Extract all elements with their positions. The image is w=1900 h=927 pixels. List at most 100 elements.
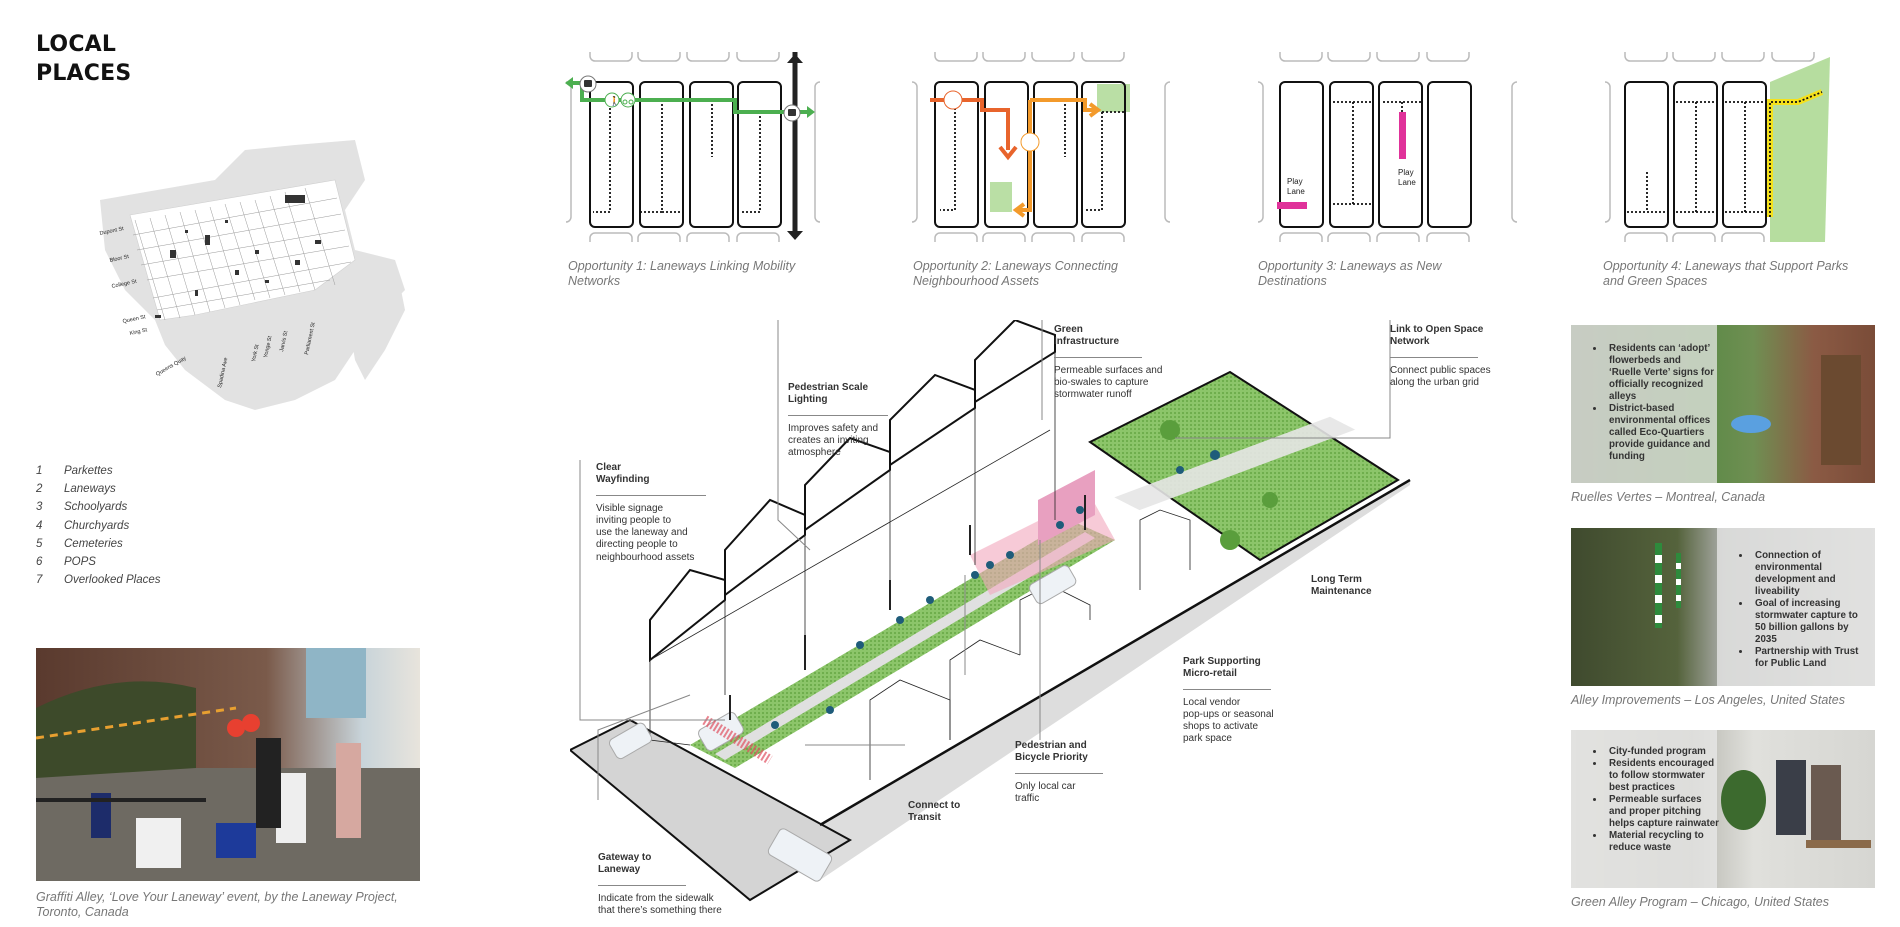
callout-lighting: Pedestrian Scale Lighting Improves safet…: [788, 382, 888, 459]
laneway-axonometric-diagram: [570, 320, 1411, 902]
legend-num: 2: [36, 483, 43, 496]
house: [974, 320, 1056, 404]
chicago-photo: City-funded program Residents encouraged…: [1571, 730, 1875, 888]
callout-title: Long Term: [1311, 574, 1362, 585]
text-overlay: [1716, 528, 1875, 686]
house: [804, 436, 891, 532]
callout-text: atmosphere: [788, 447, 841, 459]
callout-maintenance: Long Term Maintenance: [1311, 574, 1411, 599]
callout-title: Wayfinding: [596, 474, 650, 486]
case-bullets: City-funded program Residents encouraged…: [1571, 746, 1721, 854]
callout-title: Laneway: [598, 864, 641, 876]
bullet-item: Residents encouraged to follow stormwate…: [1605, 758, 1721, 794]
callout-title: Connect to: [908, 800, 961, 811]
play-lane-label: Lane: [1287, 187, 1305, 196]
callout-text: Improves safety and: [788, 422, 879, 434]
page-title: LOCAL PLACES: [36, 30, 131, 88]
map-label: College St: [111, 279, 138, 290]
opportunity-1-diagram: 🚶: [565, 52, 821, 242]
callout-title: Transit: [908, 812, 941, 824]
caption-line: Networks: [568, 274, 621, 288]
legend-num: 4: [36, 519, 43, 532]
chicago-caption: Green Alley Program – Chicago, United St…: [1571, 895, 1829, 909]
legend-item: 6 POPS: [36, 553, 161, 571]
bullet-item: Goal of increasing stormwater capture to…: [1751, 598, 1871, 646]
map-label: Dupont St: [99, 226, 125, 237]
legend-label: Schoolyards: [64, 501, 128, 514]
park-patch: [990, 182, 1012, 212]
montreal-photo: Residents can ‘adopt’ flowerbeds and ‘Ru…: [1571, 325, 1875, 483]
caption-line: Graffiti Alley, ‘Love Your Laneway’ even…: [36, 890, 398, 904]
caption-line: Opportunity 4: Laneways that Support Par…: [1603, 259, 1849, 273]
bus: [767, 828, 833, 882]
opportunity-2-diagram: [911, 52, 1171, 242]
callout-wayfinding: Clear Wayfinding Visible signage invitin…: [596, 462, 706, 564]
legend-num: 3: [36, 501, 43, 514]
callout-text: inviting people to: [596, 514, 672, 526]
callout-text: Indicate from the sidewalk: [598, 892, 714, 904]
callout-title: Network: [1390, 336, 1430, 348]
legend-num: 6: [36, 556, 43, 569]
callout-text: creates an inviting: [788, 434, 869, 446]
legend-label: Laneways: [64, 483, 116, 496]
callout-title: Green: [1054, 324, 1083, 335]
arrow-right-icon: [807, 106, 815, 118]
car: [1029, 565, 1077, 605]
house: [724, 498, 806, 597]
caption-line: and Green Spaces: [1603, 274, 1708, 288]
case-bullets: Connection of environmental development …: [1717, 550, 1871, 670]
legend-item: 3 Schoolyards: [36, 498, 161, 516]
caption-line: Opportunity 3: Laneways as New: [1258, 259, 1442, 273]
text-overlay: [1571, 730, 1717, 888]
text-overlay: [1571, 325, 1717, 483]
callout-title: Clear: [596, 462, 622, 473]
callout-title: Maintenance: [1311, 586, 1372, 598]
pedestrian-icon: [604, 92, 620, 108]
los-angeles-photo: Connection of environmental development …: [1571, 528, 1875, 686]
play-lane-label: Lane: [1398, 178, 1416, 187]
map-label: Bloor St: [109, 254, 130, 264]
opportunity-1-caption: Opportunity 1: Laneways Linking Mobility…: [568, 259, 795, 289]
bullet-item: Permeable surfaces and proper pitching h…: [1605, 794, 1721, 830]
montreal-caption: Ruelles Vertes – Montreal, Canada: [1571, 490, 1766, 504]
callout-title: Park Supporting: [1183, 656, 1261, 667]
bollard: [1676, 553, 1681, 608]
house: [889, 373, 976, 467]
caption-line: Opportunity 1: Laneways Linking Mobility: [568, 259, 796, 273]
map-label: Jarvis St: [279, 330, 289, 352]
map-label: York St: [251, 344, 261, 363]
legend-label: Parkettes: [64, 465, 113, 478]
legend-item: 2 Laneways: [36, 480, 161, 498]
asset-route-orange: [1018, 100, 1032, 212]
callout-green-infrastructure: Green Infrastructure Permeable surfaces …: [1054, 324, 1179, 401]
callout-text: Visible signage: [596, 502, 664, 514]
callout-text: directing people to: [596, 539, 678, 551]
bench: [1806, 840, 1871, 848]
block: [737, 81, 782, 228]
legend-label: Overlooked Places: [64, 574, 161, 587]
bullet-item: Material recycling to reduce waste: [1605, 830, 1721, 854]
callout-text: stormwater runoff: [1054, 389, 1132, 401]
callout-open-space: Link to Open Space Network Connect publi…: [1390, 324, 1505, 389]
callout-title: Pedestrian Scale: [788, 382, 869, 393]
person: [1811, 765, 1841, 845]
block: [589, 81, 634, 228]
callout-gateway: Gateway to Laneway Indicate from the sid…: [598, 852, 748, 917]
car: [609, 722, 652, 760]
bullet-item: District-based environmental offices cal…: [1605, 403, 1715, 463]
laneway-edge: [819, 478, 1411, 827]
callout-text: Local vendor: [1183, 696, 1241, 708]
callout-title: Lighting: [788, 394, 828, 406]
play-lane-label: Play: [1287, 177, 1303, 186]
arrow-icon: [1012, 102, 1102, 218]
legend-label: POPS: [64, 556, 96, 569]
caption-line: Destinations: [1258, 274, 1327, 288]
opportunity-4-caption: Opportunity 4: Laneways that Support Par…: [1603, 259, 1848, 289]
opportunity-2-caption: Opportunity 2: Laneways Connecting Neigh…: [913, 259, 1118, 289]
callout-text: neighbourhood assets: [596, 551, 695, 563]
play-lane-marker: [1399, 112, 1406, 159]
